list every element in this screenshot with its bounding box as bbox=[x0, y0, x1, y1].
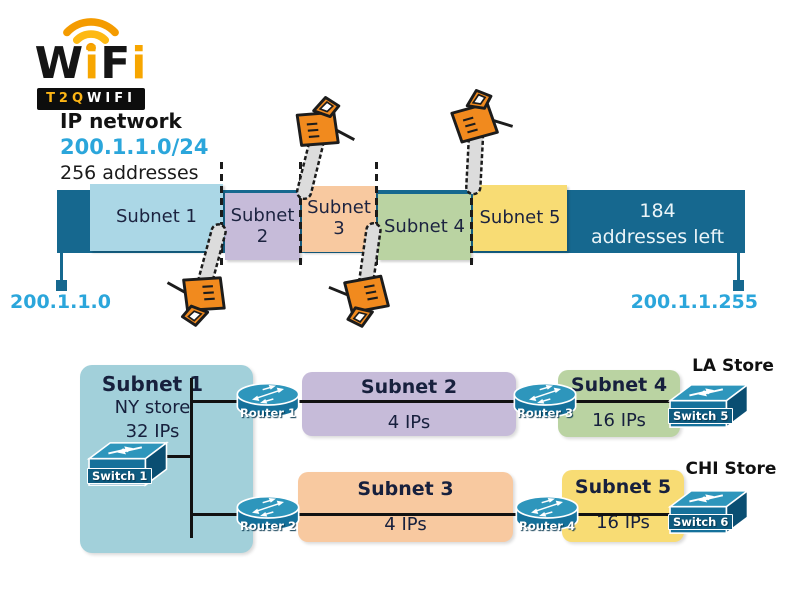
switch1-device: Switch 1 bbox=[82, 434, 170, 494]
bar-segment-subnet-3: Subnet 3 bbox=[302, 186, 376, 252]
router3-label: Router 3 bbox=[517, 406, 573, 420]
router4-label: Router 4 bbox=[519, 519, 575, 533]
subnet5-box: Subnet 5 16 IPs bbox=[562, 470, 684, 542]
subnet3-title: Subnet 3 bbox=[357, 478, 454, 500]
network-title: IP network bbox=[60, 109, 182, 133]
router1-label: Router 1 bbox=[240, 406, 296, 420]
switch6-label: Switch 6 bbox=[668, 514, 734, 530]
brand-letter: i bbox=[84, 38, 101, 89]
bar-start-tick bbox=[60, 253, 63, 281]
subnet1-store: NY store bbox=[114, 397, 191, 418]
subnet2-title: Subnet 2 bbox=[360, 376, 458, 398]
bar-segment-subnet-5: Subnet 5 bbox=[473, 185, 567, 251]
switch1-label: Switch 1 bbox=[87, 468, 153, 484]
switch-icon bbox=[669, 383, 749, 429]
end-ip-label: 200.1.1.255 bbox=[630, 291, 758, 313]
brand-letter: F bbox=[100, 38, 132, 89]
bar-end-tick bbox=[737, 253, 740, 281]
brand-tagline: T2QWIFI bbox=[37, 88, 145, 110]
subnet-cut-line bbox=[220, 162, 223, 266]
brand-letter: i bbox=[131, 38, 148, 89]
brand-letter: W bbox=[34, 38, 85, 89]
chi-store-label: CHI Store bbox=[685, 459, 777, 479]
chainsaw-icon bbox=[322, 216, 401, 332]
switch-icon bbox=[669, 489, 749, 535]
bar-end-marker bbox=[733, 280, 744, 291]
subnet-cut-line bbox=[299, 162, 302, 266]
subnet1-bus-line bbox=[190, 378, 193, 538]
subnet-cut-line bbox=[375, 162, 378, 266]
subnet2-ip-count: 4 IPs bbox=[387, 412, 431, 433]
bar-segment-subnet-2: Subnet 2 bbox=[225, 193, 300, 260]
subnet4-ip-count: 16 IPs bbox=[592, 410, 646, 431]
router1-device: Router 1 bbox=[234, 377, 302, 425]
network-summary: IP network 200.1.1.0/24 256 addresses bbox=[60, 108, 209, 186]
subnet2-box: Subnet 2 4 IPs bbox=[302, 372, 516, 436]
subnet3-ip-count: 4 IPs bbox=[384, 514, 427, 535]
router2-label: Router 2 bbox=[240, 519, 296, 533]
network-address-count: 256 addresses bbox=[60, 162, 199, 185]
switch-icon bbox=[88, 441, 168, 487]
subnet1-title: Subnet 1 bbox=[101, 372, 204, 396]
router2-device: Router 2 bbox=[234, 490, 302, 538]
switch1-branch-line bbox=[164, 455, 192, 458]
top-path-line bbox=[191, 400, 675, 403]
router4-device: Router 4 bbox=[513, 490, 581, 538]
bar-segment-subnet-1: Subnet 1 bbox=[90, 184, 223, 251]
remaining-addresses-label: 184 addresses left bbox=[590, 200, 725, 248]
subnet1-ip-count: 32 IPs bbox=[125, 421, 180, 443]
subnet4-box: Subnet 4 16 IPs bbox=[558, 370, 680, 437]
t2qwifi-logo: WiFi T2QWIFI bbox=[16, 4, 166, 110]
start-ip-label: 200.1.1.0 bbox=[10, 291, 111, 313]
router3-device: Router 3 bbox=[511, 377, 579, 425]
subnet4-title: Subnet 4 bbox=[570, 374, 668, 396]
switch5-label: Switch 5 bbox=[668, 408, 734, 424]
bar-segment-subnet-4: Subnet 4 bbox=[378, 194, 471, 260]
switch5-device: Switch 5 bbox=[663, 378, 751, 434]
subnet5-title: Subnet 5 bbox=[574, 476, 672, 498]
chainsaw-icon bbox=[446, 87, 516, 198]
network-cidr: 200.1.1.0/24 bbox=[60, 135, 209, 159]
subnet-cut-line bbox=[470, 162, 473, 266]
wifi-signal-icon bbox=[63, 18, 119, 50]
subnet5-ip-count: 16 IPs bbox=[596, 512, 650, 533]
switch6-device: Switch 6 bbox=[663, 484, 751, 540]
subnet3-box: Subnet 3 4 IPs bbox=[298, 472, 513, 542]
bar-start-marker bbox=[56, 280, 67, 291]
la-store-label: LA Store bbox=[692, 356, 774, 376]
brand-wordmark: WiFi bbox=[16, 42, 166, 86]
bottom-path-line bbox=[191, 513, 675, 516]
